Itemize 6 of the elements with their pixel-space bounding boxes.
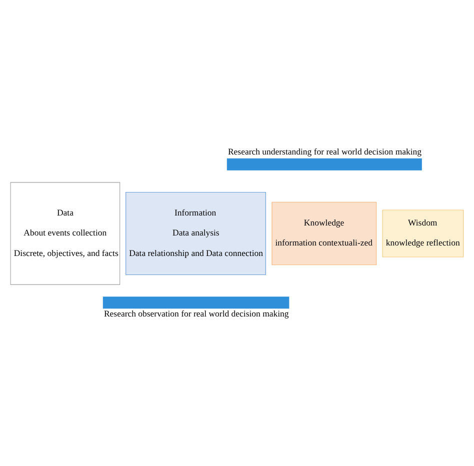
- node-box: Data About events collection Discrete, objectives, and facts: [10, 182, 120, 284]
- node-box: Information Data analysis Data relationship and Data connection: [126, 191, 266, 275]
- node-box: Wisdom knowledge reflection: [382, 209, 464, 257]
- node-box: Knowledge information contextuali-zed: [272, 201, 377, 265]
- label: Research observation for real world decision making: [104, 308, 289, 318]
- label: Research understanding for real world decision making: [228, 146, 422, 156]
